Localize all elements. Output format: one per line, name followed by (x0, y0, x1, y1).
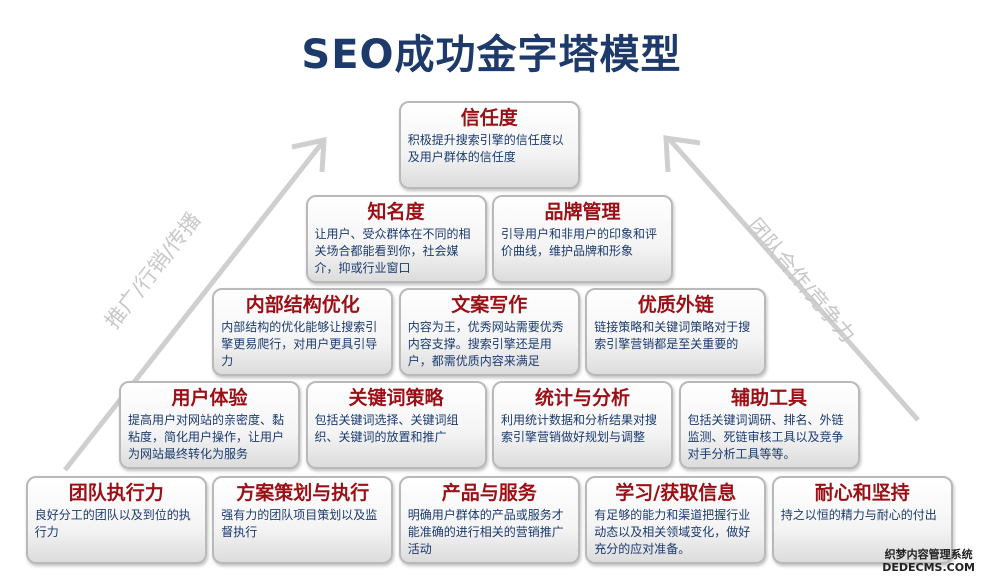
pyramid-block: 学习/获取信息有足够的能力和渠道把握行业动态以及相关领域变化，做好充分的应对准备… (585, 476, 767, 564)
block-title: 关键词策略 (348, 387, 444, 409)
block-description: 持之以恒的精力与耐心的付出 (780, 508, 937, 522)
block-title: 文案写作 (451, 294, 528, 316)
block-title: 统计与分析 (534, 387, 630, 409)
block-description: 提高用户对网站的亲密度、黏粘度，简化用户操作，让用户为网站最终转化为服务 (128, 413, 285, 461)
right-arrow-icon (663, 135, 920, 422)
block-title: 品牌管理 (544, 201, 621, 223)
pyramid-block: 内部结构优化内部结构的优化能够让搜索引擎更易爬行，对用户更具引导力 (212, 288, 394, 376)
pyramid-block: 耐心和坚持持之以恒的精力与耐心的付出 (771, 476, 953, 564)
block-description: 利用统计数据和分析结果对搜索引擎营销做好规划与调整 (501, 413, 658, 444)
block-title: 方案策划与执行 (236, 482, 370, 504)
pyramid-block: 优质外链链接策略和关键词策略对于搜索引擎营销都是至关重要的 (585, 288, 767, 376)
watermark-line1: 织梦内容管理系统 (884, 548, 973, 561)
page-title: SEO成功金字塔模型 (301, 32, 682, 78)
block-description: 强有力的团队项目策划以及监督执行 (221, 508, 378, 539)
pyramid-block: 知名度让用户、受众群体在不同的相关场合都能看到你，社会媒介，抑或行业窗口 (305, 195, 487, 283)
pyramid-block: 方案策划与执行强有力的团队项目策划以及监督执行 (212, 476, 394, 564)
block-description: 包括关键词选择、关键词组织、关键词的放置和推广 (314, 413, 459, 444)
block-title: 内部结构优化 (245, 294, 360, 316)
block-title: 辅助工具 (730, 387, 807, 409)
pyramid-block: 关键词策略包括关键词选择、关键词组织、关键词的放置和推广 (305, 381, 487, 469)
watermark: 织梦内容管理系统 DEDECMS.COM (882, 548, 975, 574)
block-description: 有足够的能力和渠道把握行业动态以及相关领域变化，做好充分的应对准备。 (594, 508, 751, 556)
block-description: 链接策略和关键词策略对于搜索引擎营销都是至关重要的 (594, 320, 751, 351)
pyramid-block: 文案写作内容为王，优秀网站需要优秀内容支撑。搜索引擎还是用户，都需优质内容来满足 (398, 288, 580, 376)
block-description: 让用户、受众群体在不同的相关场合都能看到你，社会媒介，抑或行业窗口 (314, 227, 471, 275)
pyramid-block: 品牌管理引导用户和非用户的印象和评价曲线，维护品牌和形象 (492, 195, 673, 283)
block-description: 良好分工的团队以及到位的执行力 (34, 508, 191, 539)
block-title: 知名度 (367, 201, 425, 223)
block-title: 信任度 (460, 107, 518, 129)
pyramid-block: 团队执行力良好分工的团队以及到位的执行力 (25, 476, 207, 564)
block-title: 用户体验 (171, 387, 248, 409)
left-arrow-icon (63, 136, 327, 472)
block-title: 学习/获取信息 (615, 482, 737, 504)
pyramid-block: 统计与分析利用统计数据和分析结果对搜索引擎营销做好规划与调整 (492, 381, 673, 469)
block-description: 包括关键词调研、排名、外链监测、死链审核工具以及竞争对手分析工具等等。 (687, 413, 844, 461)
block-title: 耐心和坚持 (814, 482, 910, 504)
block-title: 优质外链 (637, 294, 714, 316)
block-description: 引导用户和非用户的印象和评价曲线，维护品牌和形象 (501, 227, 658, 258)
block-title: 产品与服务 (441, 482, 537, 504)
pyramid-block: 用户体验提高用户对网站的亲密度、黏粘度，简化用户操作，让用户为网站最终转化为服务 (119, 381, 300, 469)
block-description: 积极提升搜索引擎的信任度以及用户群体的信任度 (407, 133, 564, 164)
pyramid-block: 产品与服务明确用户群体的产品或服务才能准确的进行相关的营销推广活动 (398, 476, 580, 564)
block-description: 内部结构的优化能够让搜索引擎更易爬行，对用户更具引导力 (221, 320, 378, 368)
block-title: 团队执行力 (68, 482, 164, 504)
watermark-line2: DEDECMS.COM (882, 561, 975, 574)
pyramid-block: 信任度积极提升搜索引擎的信任度以及用户群体的信任度 (398, 101, 580, 189)
block-description: 明确用户群体的产品或服务才能准确的进行相关的营销推广活动 (407, 508, 564, 556)
block-description: 内容为王，优秀网站需要优秀内容支撑。搜索引擎还是用户，都需优质内容来满足 (407, 320, 564, 368)
pyramid-block: 辅助工具包括关键词调研、排名、外链监测、死链审核工具以及竞争对手分析工具等等。 (678, 381, 860, 469)
